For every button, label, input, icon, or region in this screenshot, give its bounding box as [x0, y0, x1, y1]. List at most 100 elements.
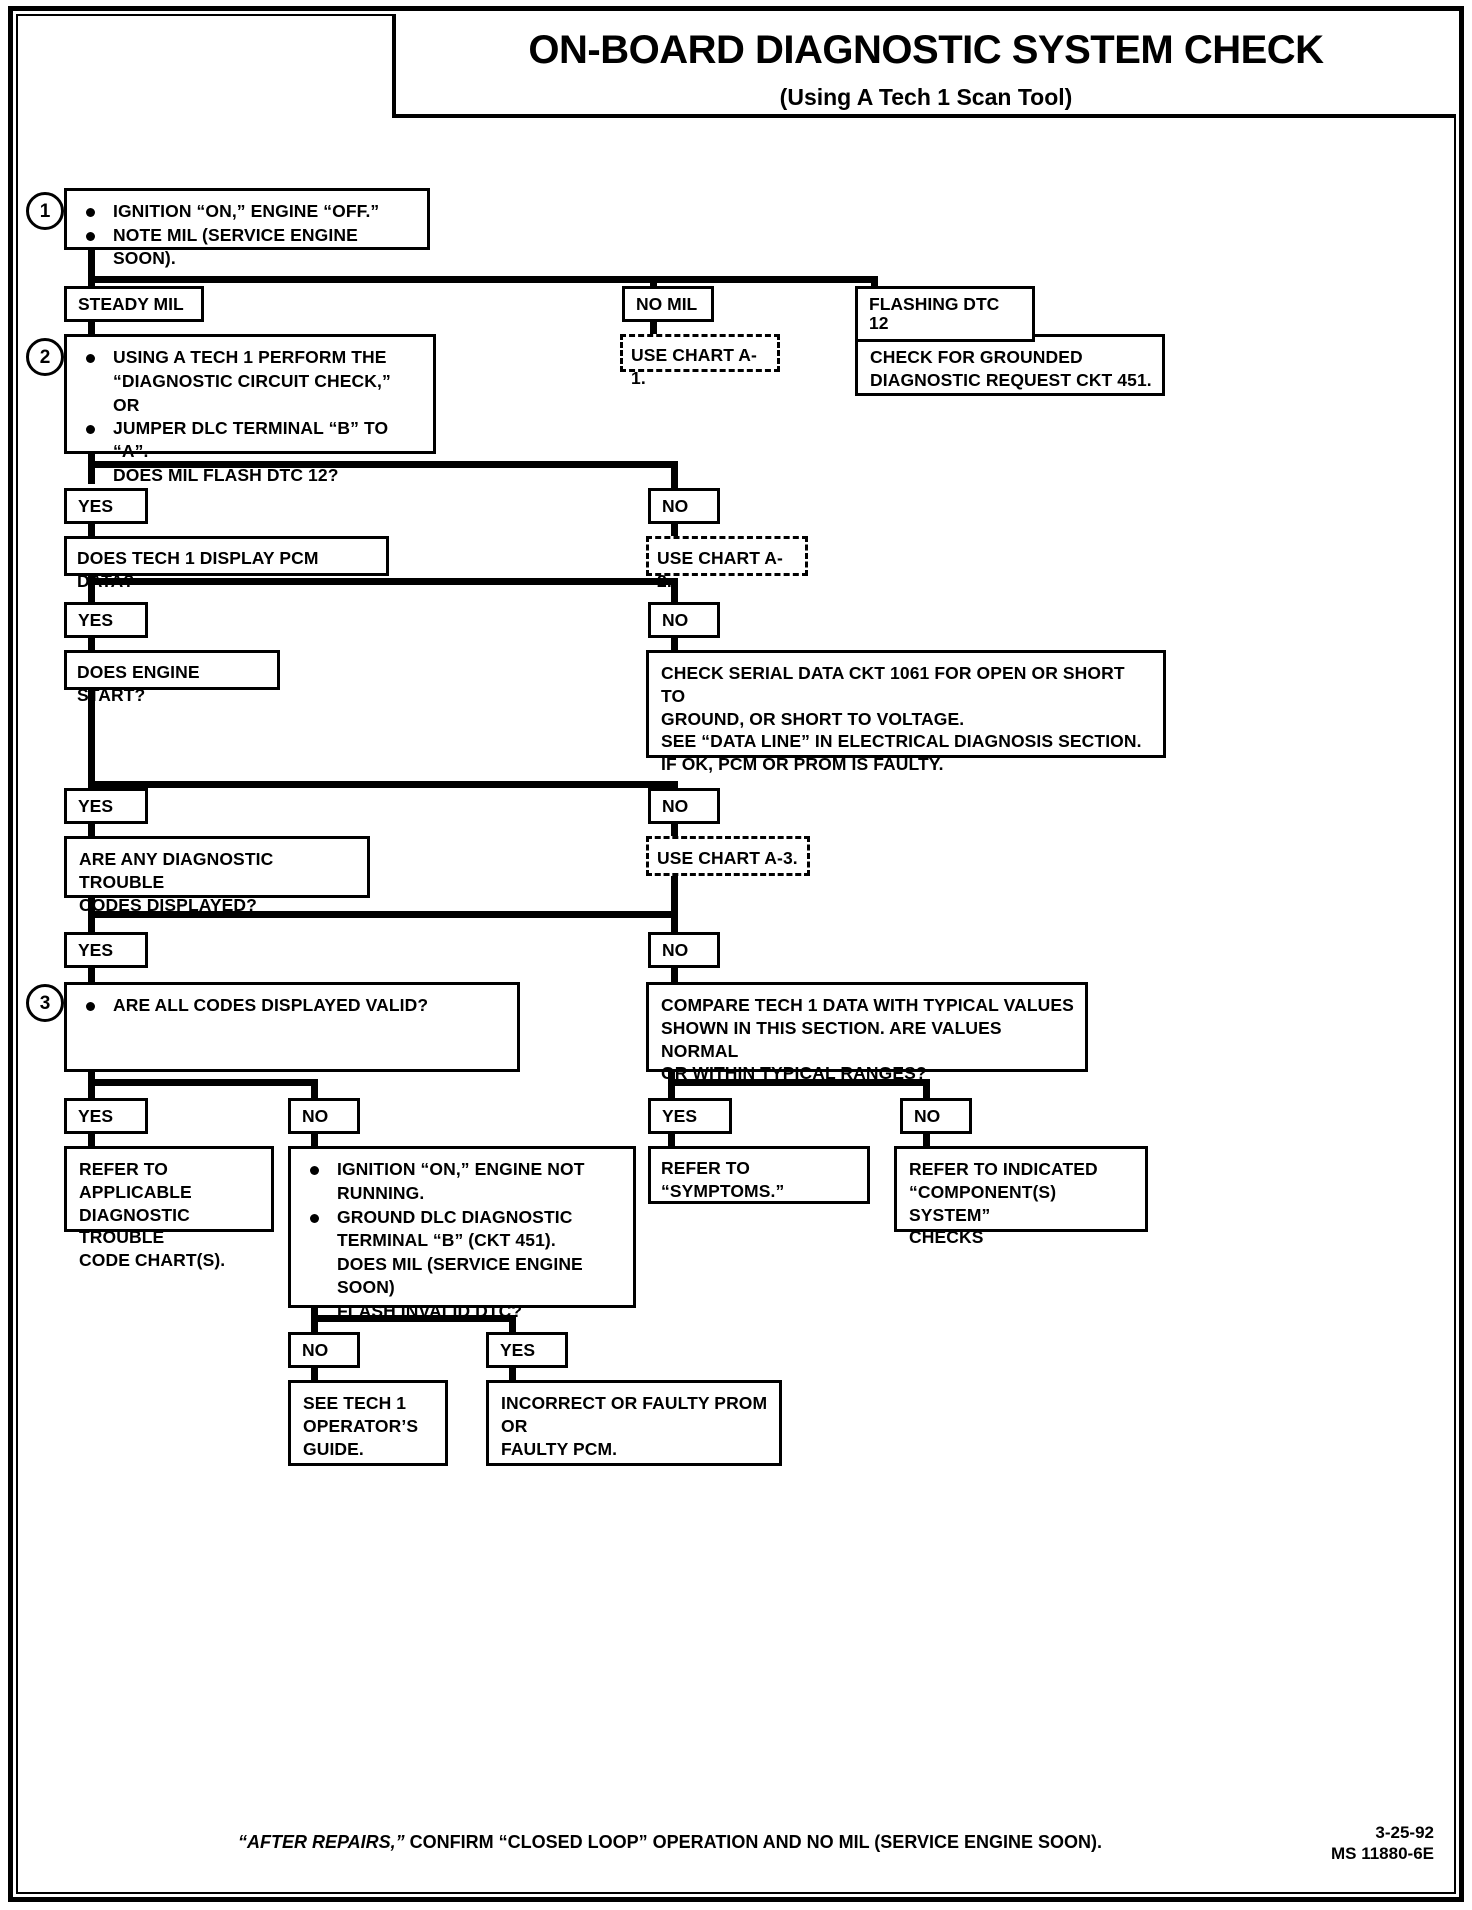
dtc-line2: CODES DISPLAYED?	[79, 894, 257, 915]
box-faulty-prom: INCORRECT OR FAULTY PROM OR FAULTY PCM.	[486, 1380, 782, 1466]
refer-dtc-line3: CODE CHART(S).	[79, 1250, 226, 1270]
connector-pcm-down	[88, 576, 95, 606]
connector-drop-row6-no	[311, 1079, 318, 1101]
step-marker-2: 2	[26, 338, 64, 376]
connector-row2-yes-down	[88, 520, 95, 540]
compare-line1: COMPARE TECH 1 DATA WITH TYPICAL VALUES	[661, 995, 1074, 1015]
connector-bus-row5	[88, 911, 678, 918]
ground-dlc-line5: DOES MIL (SERVICE ENGINE SOON)	[337, 1254, 583, 1297]
step3-line1: ARE ALL CODES DISPLAYED VALID?	[79, 994, 507, 1017]
label-row2-no: NO	[648, 488, 720, 525]
step1-line2: NOTE MIL (SERVICE ENGINE SOON).	[79, 224, 417, 270]
connector-row8-yes-down	[509, 1364, 516, 1384]
label-row6-right-yes: YES	[648, 1098, 732, 1135]
box-step1: IGNITION “ON,” ENGINE “OFF.” NOTE MIL (S…	[64, 188, 430, 268]
label-row5-yes: YES	[64, 932, 148, 969]
connector-drop-row6-right-no	[923, 1079, 930, 1101]
serial-line1: CHECK SERIAL DATA CKT 1061 FOR OPEN OR S…	[661, 663, 1125, 706]
serial-line2: GROUND, OR SHORT TO VOLTAGE.	[661, 708, 965, 729]
connector-step1-down	[88, 250, 95, 282]
connector-drop-row2-no	[671, 461, 678, 489]
box-pcm-data: DOES TECH 1 DISPLAY PCM DATA?	[64, 536, 389, 591]
title-block: ON-BOARD DIAGNOSTIC SYSTEM CHECK (Using …	[392, 14, 1456, 118]
connector-nomil-to-a1	[650, 318, 657, 340]
step2-line2: “DIAGNOSTIC CIRCUIT CHECK,”	[113, 370, 391, 391]
ground-dlc-line6: FLASH INVALID DTC?	[337, 1300, 523, 1321]
connector-bus-row3	[88, 578, 678, 585]
footer-ms-number: MS 11880-6E	[1330, 1844, 1434, 1864]
ground-dlc-line1: IGNITION “ON,” ENGINE NOT	[303, 1158, 623, 1181]
box-engine-start: DOES ENGINE START?	[64, 650, 280, 705]
connector-row5-no-down	[671, 964, 678, 986]
operators-line1: SEE TECH 1	[303, 1393, 407, 1413]
connector-row6-yes-down	[88, 1130, 95, 1150]
box-step2: USING A TECH 1 PERFORM THE “DIAGNOSTIC C…	[64, 334, 436, 485]
box-serial-data: CHECK SERIAL DATA CKT 1061 FOR OPEN OR S…	[646, 650, 1166, 774]
ground-dlc-line4: TERMINAL “B” (CKT 451).	[337, 1230, 556, 1251]
page-inner-border	[16, 14, 1456, 1894]
connector-drop-row5-no	[671, 876, 678, 932]
step-marker-1: 1	[26, 192, 64, 230]
label-steady-mil: STEADY MIL	[64, 286, 204, 323]
page-subtitle: (Using A Tech 1 Scan Tool)	[779, 84, 1073, 110]
connector-bus-row4	[88, 781, 678, 788]
box-dtc-displayed: ARE ANY DIAGNOSTIC TROUBLE CODES DISPLAY…	[64, 836, 370, 915]
connector-steady-to-step2	[88, 318, 95, 340]
connector-row8-no-down	[311, 1364, 318, 1384]
refer-comp-line2: “COMPONENT(S) SYSTEM”	[909, 1181, 1057, 1225]
serial-line3: SEE “DATA LINE” IN ELECTRICAL DIAGNOSIS …	[661, 731, 1142, 752]
label-row6-right-no: NO	[900, 1098, 972, 1135]
label-row2-yes: YES	[64, 488, 148, 525]
faulty-prom-line1: INCORRECT OR FAULTY PROM	[501, 1393, 768, 1413]
box-use-chart-a2: USE CHART A-2.	[646, 536, 808, 591]
operators-line2: OPERATOR’S	[303, 1415, 419, 1436]
grounded-line2: DIAGNOSTIC REQUEST CKT 451.	[870, 369, 1152, 390]
footer-note-rest: CONFIRM “CLOSED LOOP” OPERATION AND NO M…	[404, 1832, 1103, 1852]
connector-row6-right-yes-down	[668, 1130, 675, 1150]
connector-row6-right-no-down	[923, 1130, 930, 1150]
connector-row2-no-down	[671, 520, 678, 540]
step-marker-3: 3	[26, 984, 64, 1022]
box-compare-data: COMPARE TECH 1 DATA WITH TYPICAL VALUES …	[646, 982, 1088, 1083]
serial-line4: IF OK, PCM OR PROM IS FAULTY.	[661, 754, 944, 774]
label-row6-yes: YES	[64, 1098, 148, 1135]
box-ground-dlc: IGNITION “ON,” ENGINE NOT RUNNING. GROUN…	[288, 1146, 636, 1321]
label-row4-yes: YES	[64, 788, 148, 825]
label-row3-yes: YES	[64, 602, 148, 639]
grounded-line1: CHECK FOR GROUNDED	[870, 347, 1083, 367]
connector-row4-yes-down	[88, 820, 95, 840]
connector-row4-no-down	[671, 820, 678, 840]
connector-ground-dlc-down	[311, 1308, 318, 1336]
compare-line2: SHOWN IN THIS SECTION. ARE VALUES NORMAL	[661, 1017, 1002, 1061]
connector-step2-down	[88, 454, 95, 484]
footer-note-italic: “AFTER REPAIRS,”	[237, 1832, 405, 1852]
box-operators-guide: SEE TECH 1 OPERATOR’S GUIDE.	[288, 1380, 448, 1466]
label-row3-no: NO	[648, 602, 720, 639]
label-no-mil: NO MIL	[622, 286, 714, 323]
box-refer-dtc-chart: REFER TO APPLICABLE DIAGNOSTIC TROUBLE C…	[64, 1146, 274, 1270]
box-refer-symptoms: REFER TO “SYMPTOMS.”	[648, 1146, 870, 1204]
box-grounded-request: CHECK FOR GROUNDED DIAGNOSTIC REQUEST CK…	[855, 334, 1165, 396]
faulty-prom-line3: FAULTY PCM.	[501, 1438, 618, 1459]
connector-row3-yes-down	[88, 634, 95, 654]
connector-bus-row2	[88, 461, 678, 468]
label-row8-no: NO	[288, 1332, 360, 1369]
footer-date: 3-25-92	[1375, 1823, 1434, 1842]
label-row6-no: NO	[288, 1098, 360, 1135]
label-row5-no: NO	[648, 932, 720, 969]
connector-bus-row6-left	[88, 1079, 318, 1086]
connector-bus-row6-right	[668, 1079, 930, 1086]
page-title: ON-BOARD DIAGNOSTIC SYSTEM CHECK	[528, 28, 1324, 72]
connector-engine-start-down	[88, 690, 95, 794]
connector-drop-row3-no	[671, 578, 678, 604]
label-row8-yes: YES	[486, 1332, 568, 1369]
refer-dtc-line1: REFER TO APPLICABLE	[79, 1159, 192, 1202]
connector-bus-row1	[88, 276, 878, 283]
connector-row6-no-down	[311, 1130, 318, 1150]
operators-line3: GUIDE.	[303, 1438, 364, 1459]
step2-line5: DOES MIL FLASH DTC 12?	[113, 464, 339, 485]
label-flashing-dtc12: FLASHING DTC 12	[855, 286, 1035, 342]
connector-bus-row8	[311, 1315, 516, 1322]
box-step3: ARE ALL CODES DISPLAYED VALID?	[64, 982, 520, 1072]
